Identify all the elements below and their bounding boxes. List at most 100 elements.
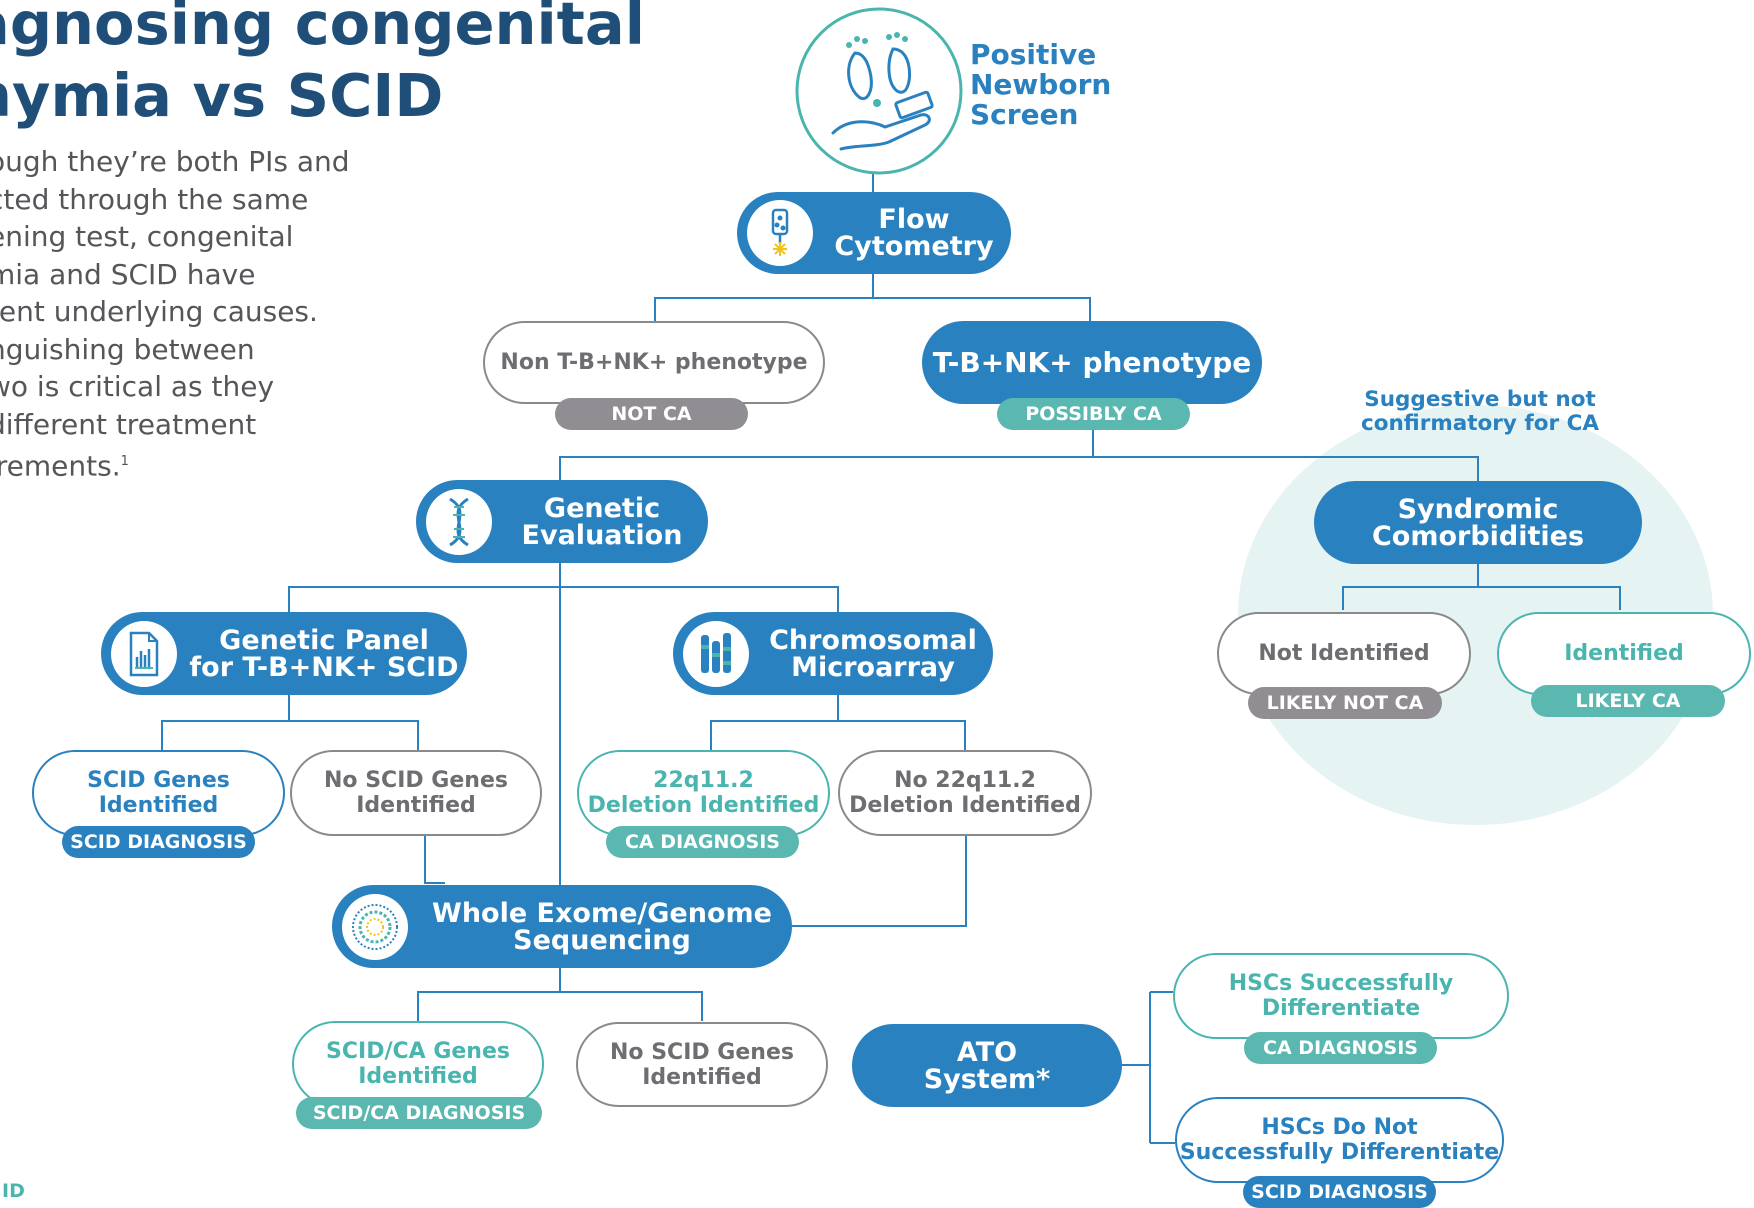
label-line: Flow (878, 204, 950, 235)
no-scid-genes-node: No SCID Genes Identified (290, 750, 542, 836)
newborn-screen-label: Positive Newborn Screen (970, 40, 1111, 130)
no-scid-genes-node-2: No SCID Genes Identified (576, 1022, 828, 1107)
node-text: ATO System* (852, 1024, 1122, 1107)
label-line: HSCs Do Not (1261, 1115, 1418, 1140)
intro-paragraph: ough they’re both PIs and cted through t… (0, 143, 388, 485)
intro-line: ening test, congenital (0, 220, 294, 253)
connector (654, 272, 1091, 321)
scid-genes-identified-node: SCID Genes Identified (32, 750, 285, 836)
note-line: Suggestive but not (1364, 387, 1596, 412)
ato-system-node: ATO System* (852, 1024, 1122, 1107)
label-line: Identified (642, 1064, 762, 1090)
label-line: 22q11.2 (653, 768, 754, 793)
label-line: Identified (98, 793, 219, 818)
connector (288, 586, 839, 612)
connector (792, 836, 967, 927)
no-deletion-node: No 22q11.2 Deletion Identified (838, 750, 1092, 836)
intro-line: wo is critical as they (0, 370, 275, 403)
flow-cytometry-node: Flow Cytometry (737, 192, 1011, 274)
label-line: HSCs Successfully (1228, 971, 1454, 996)
deletion-identified-node: 22q11.2 Deletion Identified (577, 750, 830, 836)
ca-diagnosis-badge: CA DIAGNOSIS (606, 826, 799, 858)
tbnk-phenotype-node: T-B+NK+ phenotype (922, 321, 1262, 404)
node-text: Genetic Evaluation (496, 480, 708, 563)
footnote-marker: 1 (120, 454, 129, 469)
label-text: Identified (1564, 641, 1684, 666)
non-tbnk-phenotype-node: Non T-B+NK+ phenotype (483, 321, 825, 404)
likely-ca-badge: LIKELY CA (1531, 685, 1725, 717)
document-chart-icon (111, 620, 177, 687)
whole-exome-sequencing-node: Whole Exome/Genome Sequencing (332, 885, 792, 968)
newborn-feet-icon (793, 5, 965, 177)
label-line: ATO (956, 1036, 1018, 1068)
connector (161, 695, 419, 750)
genetic-panel-node: Genetic Panel for T-B+NK+ SCID (101, 612, 467, 695)
sequencing-circle-icon (342, 893, 408, 960)
not-identified-node: Not Identified (1217, 612, 1471, 695)
likely-not-ca-badge: LIKELY NOT CA (1248, 687, 1442, 719)
not-ca-badge: NOT CA (555, 398, 748, 430)
label-line: SCID Genes (87, 768, 230, 793)
label-line: Successfully Differentiate (1179, 1140, 1500, 1165)
label-line: System* (923, 1063, 1051, 1095)
genetic-evaluation-node: Genetic Evaluation (416, 480, 708, 563)
label-line: No SCID Genes (610, 1039, 794, 1065)
label-line: Whole Exome/Genome (432, 897, 772, 929)
label-line: SCID/CA Genes (326, 1039, 510, 1064)
label-text: T-B+NK+ phenotype (932, 346, 1252, 379)
connector (1122, 991, 1175, 1144)
connector (417, 967, 703, 1021)
label-line: for T-B+NK+ SCID (189, 651, 459, 683)
chromosome-icon (683, 620, 749, 687)
intro-line: cted through the same (0, 182, 309, 216)
connector (710, 695, 966, 750)
label-line: Identified (358, 1064, 478, 1089)
intro-line: nguishing between (0, 332, 255, 366)
node-text: Genetic Panel for T-B+NK+ SCID (181, 612, 467, 695)
flow-cytometer-icon (747, 200, 813, 266)
circle-note: Suggestive but not confirmatory for CA (1330, 388, 1630, 436)
intro-line: mia and SCID have (0, 257, 256, 291)
label-line: Sequencing (513, 924, 691, 956)
intro-line-text: irements. (0, 449, 121, 483)
title-line-1: agnosing congenital (0, 0, 645, 58)
label-text: Not Identified (1258, 641, 1430, 666)
scid-diagnosis-badge-2: SCID DIAGNOSIS (1243, 1176, 1436, 1208)
label-line: Genetic (543, 492, 661, 524)
connector (1342, 562, 1621, 610)
label-line: Microarray (791, 651, 955, 683)
connector (424, 836, 445, 884)
node-text: Chromosomal Microarray (753, 612, 993, 695)
label-line: Genetic Panel (219, 624, 429, 656)
label-line: Deletion Identified (587, 793, 820, 818)
label-line: Chromosomal (769, 624, 977, 656)
label-line: Cytometry (834, 231, 994, 262)
label-line: Positive (970, 38, 1097, 71)
intro-line: rent underlying causes. (0, 295, 318, 328)
scid-diagnosis-badge: SCID DIAGNOSIS (62, 826, 255, 858)
intro-line-last: irements.1 (0, 443, 388, 485)
note-line: confirmatory for CA (1360, 411, 1600, 436)
node-text: Whole Exome/Genome Sequencing (412, 885, 792, 968)
title-line-2: hymia vs SCID (0, 61, 444, 130)
label-line: Comorbidities (1371, 520, 1585, 552)
possibly-ca-badge: POSSIBLY CA (997, 398, 1190, 430)
identified-node: Identified (1497, 612, 1751, 695)
label-text: Non T-B+NK+ phenotype (500, 350, 808, 375)
label-line: Deletion Identified (849, 793, 1081, 818)
label-line: Syndromic (1397, 493, 1559, 525)
label-line: No 22q11.2 (894, 768, 1036, 793)
chromosomal-microarray-node: Chromosomal Microarray (673, 612, 993, 695)
node-text: Syndromic Comorbidities (1314, 481, 1642, 564)
intro-line: ough they’re both PIs and (0, 145, 350, 178)
page-title: agnosing congenital hymia vs SCID (0, 0, 645, 132)
ca-diagnosis-badge-2: CA DIAGNOSIS (1244, 1032, 1437, 1064)
label-line: Evaluation (521, 519, 683, 551)
label-line: No SCID Genes (324, 768, 508, 793)
label-line: Identified (356, 793, 476, 818)
scid-ca-genes-node: SCID/CA Genes Identified (292, 1021, 544, 1107)
node-text: Flow Cytometry (817, 192, 1011, 274)
intro-line: different treatment (0, 407, 257, 441)
scid-ca-diagnosis-badge: SCID/CA DIAGNOSIS (296, 1097, 542, 1129)
